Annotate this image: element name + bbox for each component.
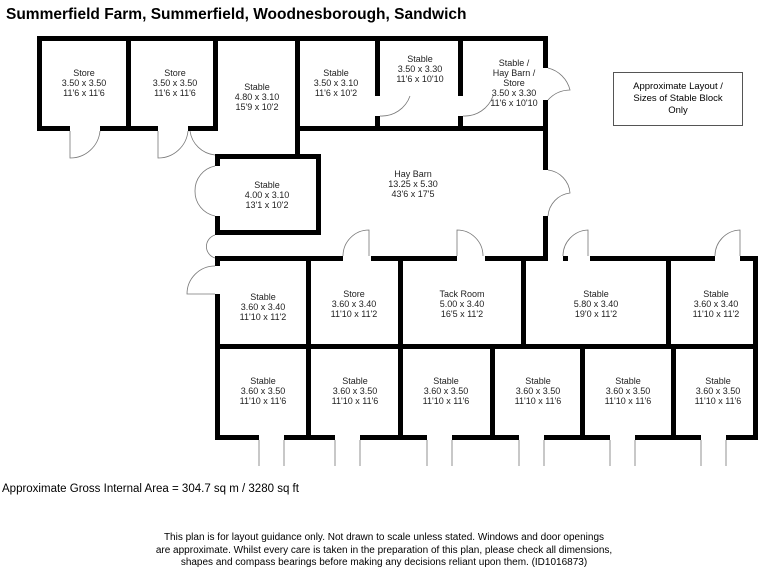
- disclaimer-line: This plan is for layout guidance only. N…: [163, 532, 605, 543]
- disclaimer: This plan is for layout guidance only. N…: [0, 532, 768, 570]
- page-title: Summerfield Farm, Summerfield, Woodnesbo…: [6, 6, 467, 23]
- disclaimer-line: are approximate. Whilst every care is ta…: [155, 544, 613, 556]
- layout-note: Approximate Layout / Sizes of Stable Blo…: [613, 72, 743, 126]
- walls: [37, 36, 758, 440]
- door-swings: [69, 67, 741, 466]
- disclaimer-line: shapes and compass bearings before makin…: [180, 557, 588, 568]
- gross-internal-area: Approximate Gross Internal Area = 304.7 …: [2, 483, 299, 495]
- layout-note-text: Approximate Layout / Sizes of Stable Blo…: [633, 81, 723, 116]
